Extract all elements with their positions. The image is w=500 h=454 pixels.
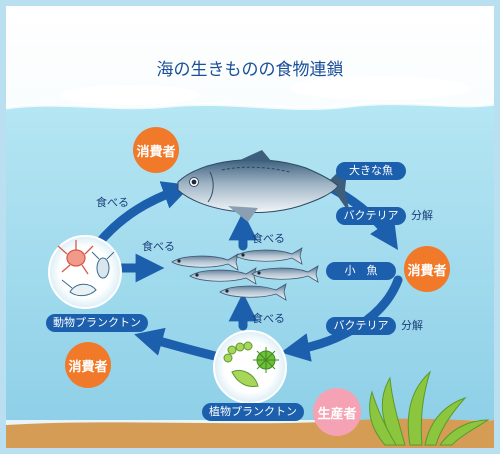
- label-bacteria-lower: バクテリア: [326, 317, 396, 335]
- label-eats-small-to-large: 食べる: [252, 232, 285, 245]
- arrow-phyto-to-zoo: [134, 327, 220, 361]
- label-eats-zoo-to-small: 食べる: [142, 240, 175, 253]
- label-eats-zoo-to-large: 食べる: [96, 196, 129, 209]
- phytoplankton-icon: [213, 330, 287, 404]
- seabed: [6, 418, 494, 448]
- sardine-school-icon: [171, 247, 319, 301]
- seaweed-icon: [369, 370, 490, 446]
- label-decompose-lower: 分解: [401, 319, 423, 332]
- label-zooplankton: 動物プランクトン: [46, 314, 148, 332]
- producer-badge-phytoplankton: 生産者: [313, 388, 361, 436]
- label-large-fish: 大きな魚: [336, 162, 406, 180]
- label-decompose-upper: 分解: [411, 209, 433, 222]
- consumer-badge-large-fish: 消費者: [133, 127, 179, 173]
- water: [6, 103, 494, 421]
- consumer-badge-zooplankton: 消費者: [65, 342, 111, 388]
- zooplankton-icon: [48, 235, 122, 309]
- label-small-fish: 小 魚: [326, 262, 396, 280]
- label-phytoplankton: 植物プランクトン: [202, 403, 304, 421]
- label-eats-phyto-to-small: 食べる: [252, 312, 285, 325]
- label-bacteria-upper: バクテリア: [336, 207, 406, 225]
- clouds: [60, 76, 470, 105]
- consumer-badge-small-fish: 消費者: [404, 246, 450, 292]
- diagram-title: 海の生きものの食物連鎖: [156, 60, 344, 80]
- arrow-zoo-to-large-fish: [93, 181, 192, 249]
